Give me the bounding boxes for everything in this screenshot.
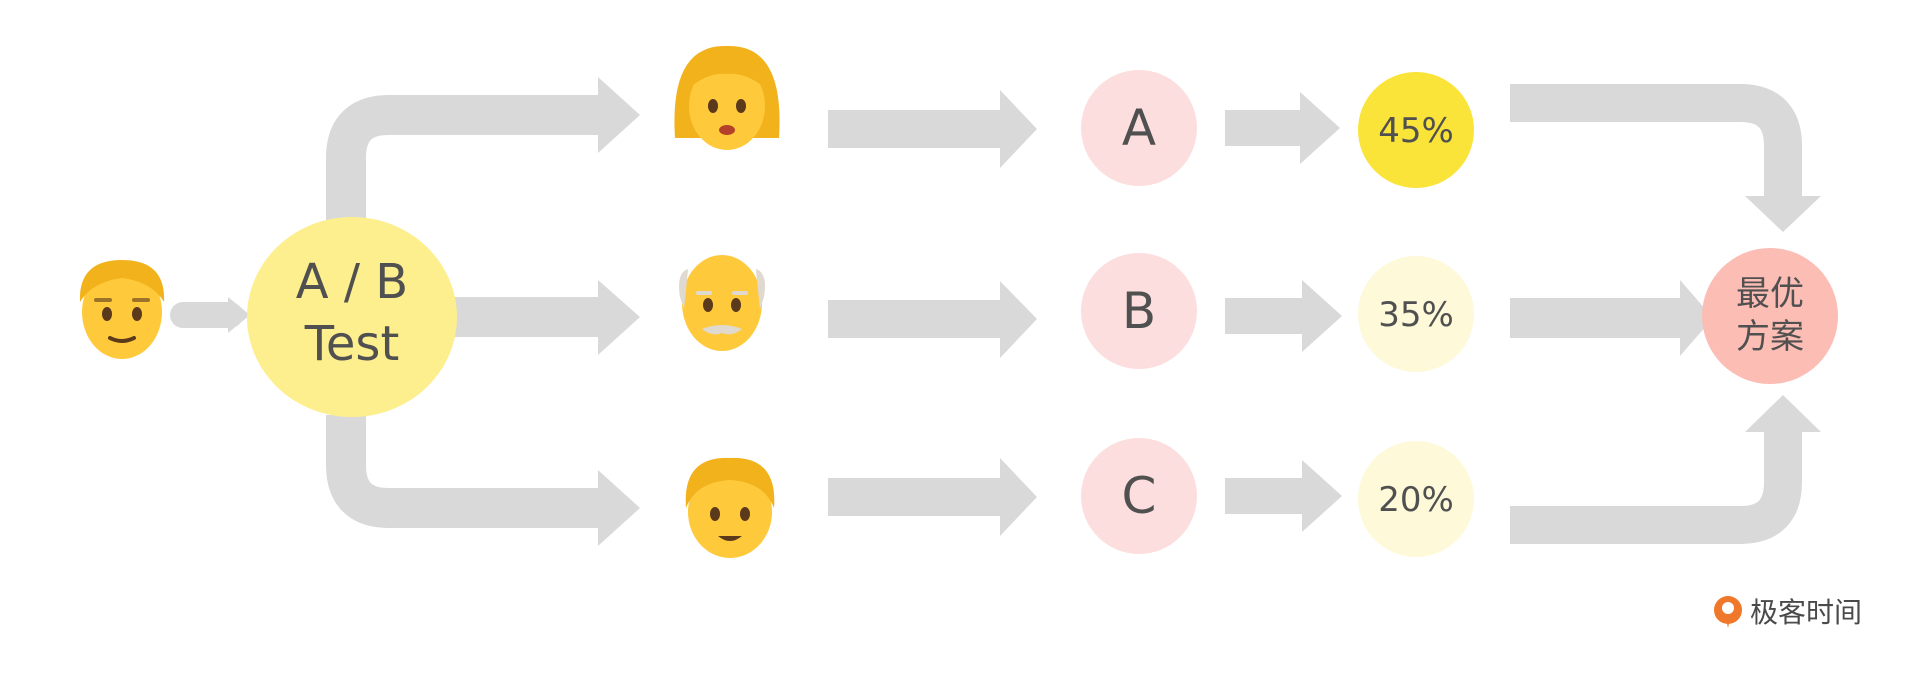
- branch-bottom-connector: [326, 415, 605, 528]
- variant-b-to-rate-arrow-head: [1302, 280, 1342, 352]
- user-b-to-variant-arrow-body: [828, 300, 1008, 338]
- branch-top-connector: [326, 95, 605, 230]
- variant-a-to-rate-arrow-head: [1300, 92, 1340, 164]
- entry-arrow-head: [228, 297, 250, 333]
- branch-mid-arrow-head: [598, 280, 640, 355]
- rate-top-to-result-connector: [1510, 84, 1802, 200]
- variant-c-to-rate-arrow-body: [1225, 478, 1307, 514]
- best-solution-label-line1: 最优: [1736, 274, 1804, 314]
- brand-name: 极客时间: [1750, 596, 1862, 629]
- variant-a-label: A: [1122, 99, 1156, 157]
- rate-c-label: 20%: [1378, 480, 1454, 520]
- rate-a-node: 45%: [1358, 72, 1474, 188]
- rate-bottom-to-result-connector: [1510, 430, 1802, 544]
- entry-user-icon: [79, 260, 165, 359]
- user-b-to-variant-arrow-head: [1000, 281, 1037, 358]
- user-c-to-variant-arrow-body: [828, 478, 1008, 516]
- user-a-to-variant-arrow-head: [1000, 90, 1037, 168]
- ab-test-label-line2: Test: [304, 316, 400, 372]
- ab-test-node: A / B Test: [247, 217, 457, 417]
- rate-top-to-result-arrow-head: [1745, 196, 1821, 232]
- brand-watermark: 极客时间: [1714, 596, 1862, 629]
- branch-top-arrow-head: [598, 77, 640, 153]
- brand-logo-icon: [1714, 596, 1742, 628]
- variant-a-node: A: [1081, 70, 1197, 186]
- rate-c-node: 20%: [1358, 441, 1474, 557]
- user-c-to-variant-arrow-head: [1000, 458, 1037, 536]
- variant-b-node: B: [1081, 253, 1197, 369]
- user-a-woman-icon: [674, 45, 780, 150]
- best-solution-node: 最优 方案: [1702, 248, 1838, 384]
- user-c-boy-icon: [685, 457, 775, 558]
- flow-connectors: [170, 77, 1821, 546]
- ab-test-label-line1: A / B: [296, 254, 408, 310]
- variant-c-node: C: [1081, 438, 1197, 554]
- best-solution-label-line2: 方案: [1736, 317, 1804, 357]
- variant-b-to-rate-arrow-body: [1225, 298, 1307, 334]
- rate-a-label: 45%: [1378, 111, 1454, 151]
- rate-mid-to-result-arrow-head: [1680, 280, 1713, 356]
- rate-bottom-to-result-arrow-head: [1745, 395, 1821, 432]
- variant-c-to-rate-arrow-head: [1302, 460, 1342, 532]
- variant-b-label: B: [1122, 282, 1156, 340]
- user-a-to-variant-arrow-body: [828, 110, 1008, 148]
- rate-b-label: 35%: [1378, 295, 1454, 335]
- rate-mid-to-result-arrow-body: [1510, 298, 1685, 338]
- user-b-old-man-icon: [679, 255, 765, 351]
- variant-c-label: C: [1122, 467, 1157, 525]
- branch-mid-connector: [440, 297, 605, 337]
- rate-b-node: 35%: [1358, 256, 1474, 372]
- branch-bottom-arrow-head: [598, 470, 640, 546]
- variant-a-to-rate-arrow-body: [1225, 110, 1305, 146]
